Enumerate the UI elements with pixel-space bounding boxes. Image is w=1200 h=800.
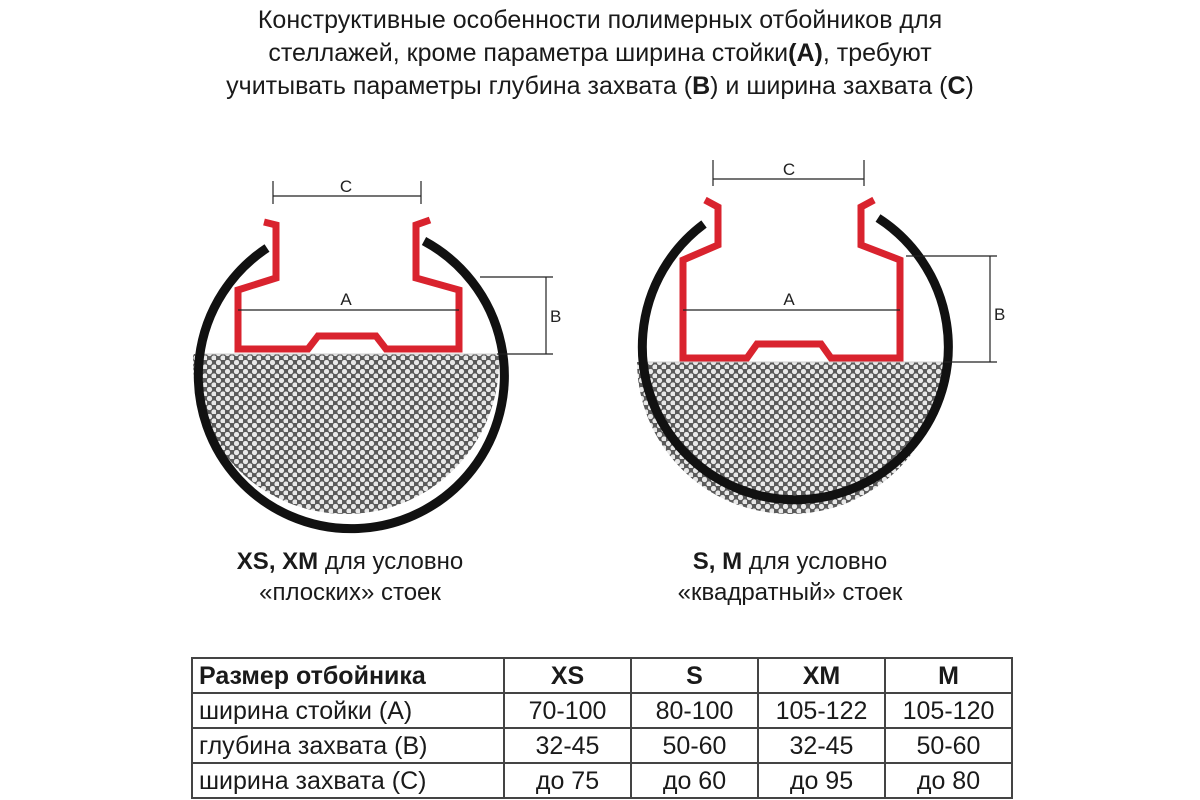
table-row: ширина захвата (C) до 75 до 60 до 95 до … [191,762,1013,799]
caption-left-sizes: XS, XM [236,548,319,575]
row-label: ширина захвата (C) [191,762,505,799]
table-row: ширина стойки (A) 70-100 80-100 105-122 … [191,692,1013,729]
page-title: Конструктивные особенности полимерных от… [100,4,1100,103]
table-row: глубина захвата (B) 32-45 50-60 32-45 50… [191,727,1013,764]
title-line-2: стеллажей, кроме параметра ширина стойки… [100,37,1100,70]
table-cell: 32-45 [757,727,886,764]
caption-left-text: для условно [318,548,464,575]
title-mark-b: B [692,72,711,100]
title-mark-a: (A) [788,39,823,67]
table-cell: 70-100 [503,692,632,729]
title-line-3-suffix: ) [965,72,974,100]
table-header-row: Размер отбойника XS S XM M [191,657,1013,694]
title-line-3-text: учитывать параметры глубина захвата ( [226,72,693,100]
row-label: ширина стойки (A) [191,692,505,729]
caption-left: XS, XM для условно «плоских» стоек [190,546,510,608]
label-b-left: B [550,307,561,326]
header-size: Размер отбойника [191,657,505,694]
title-line-3-mid: ) и ширина захвата ( [710,72,948,100]
title-line-2-text: стеллажей, кроме параметра ширина стойки [268,39,789,67]
table-cell: до 60 [630,762,759,799]
table-cell: 105-122 [757,692,886,729]
table-cell: до 80 [884,762,1013,799]
title-mark-c: C [947,72,966,100]
label-a-left: A [340,290,352,309]
upright-profile-right [679,196,904,362]
caption-right-sizes: S, M [692,548,743,575]
size-spec-table: Размер отбойника XS S XM M ширина стойки… [191,657,1013,799]
table-cell: 80-100 [630,692,759,729]
caption-right-line-2: «квадратный» стоек [677,579,903,606]
table-cell: до 75 [503,762,632,799]
caption-right: S, M для условно «квадратный» стоек [650,546,930,608]
upright-profile-left [234,216,463,353]
header-s: S [630,657,759,694]
table-cell: 50-60 [884,727,1013,764]
header-xm: XM [757,657,886,694]
caption-left-line-2: «плоских» стоек [259,579,441,606]
label-a-right: A [783,290,795,309]
table-cell: 50-60 [630,727,759,764]
header-m: M [884,657,1013,694]
label-c-right: C [783,160,795,179]
title-line-3: учитывать параметры глубина захвата (B) … [100,70,1100,103]
label-b-right: B [994,305,1005,324]
table-cell: 105-120 [884,692,1013,729]
perforated-fill-left [193,354,499,514]
title-line-1: Конструктивные особенности полимерных от… [257,6,943,34]
diagram-flat-upright: C A B [193,177,561,534]
label-c-left: C [340,177,352,196]
title-line-2-suffix: , требуют [822,39,932,67]
table-cell: 32-45 [503,727,632,764]
row-label: глубина захвата (B) [191,727,505,764]
header-xs: XS [503,657,632,694]
ring-left [193,237,509,534]
ring-right [637,214,953,505]
caption-right-text: для условно [742,548,888,575]
diagram-square-upright: C A B [637,160,1005,514]
table-cell: до 95 [757,762,886,799]
